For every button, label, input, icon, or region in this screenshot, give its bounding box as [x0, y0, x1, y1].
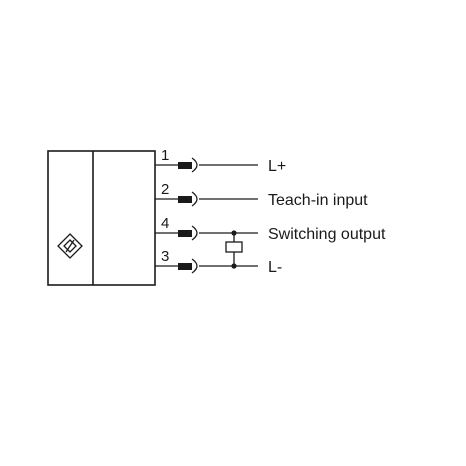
label-pin-1: L+	[268, 158, 286, 175]
load-resistor-icon	[225, 230, 243, 269]
label-pin-2: Teach-in input	[268, 192, 368, 209]
sensor-housing	[47, 150, 156, 286]
pin-number-1: 1	[161, 147, 169, 164]
pin-number-4: 4	[161, 215, 169, 232]
plug-2-icon	[178, 196, 192, 203]
capacitive-sensor-diamond-icon	[57, 233, 83, 259]
pin-number-3: 3	[161, 248, 169, 265]
sensor-body	[47, 150, 156, 286]
pin-2-wire	[155, 191, 258, 207]
label-pin-4: Switching output	[268, 226, 386, 243]
pin-number-2: 2	[161, 181, 169, 198]
pin-4-wire	[155, 225, 258, 241]
plug-3-icon	[178, 263, 192, 270]
label-pin-3: L-	[268, 259, 282, 276]
pin-1-wire	[155, 157, 258, 173]
plug-1-icon	[178, 162, 192, 169]
pin-3-wire	[155, 258, 258, 274]
plug-4-icon	[178, 230, 192, 237]
